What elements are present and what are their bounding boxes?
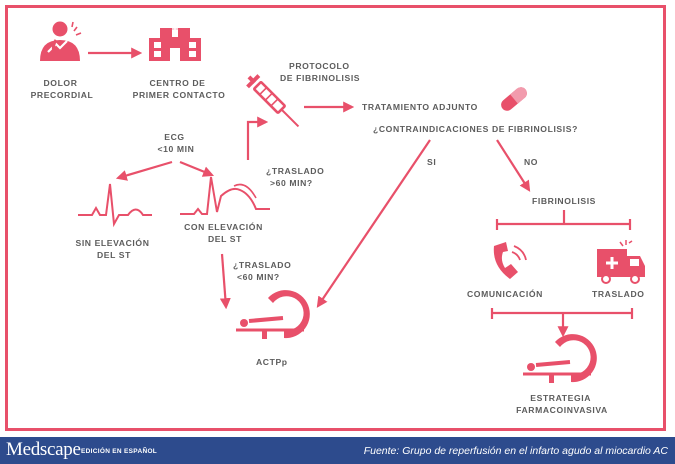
label-protocolo: PROTOCOLO DE FIBRINOLISIS	[280, 61, 360, 83]
label-no: NO	[524, 157, 538, 167]
label-sin-elevacion: SIN ELEVACIÓN DEL ST	[75, 237, 152, 260]
label-fibrinolisis: FIBRINOLISIS	[532, 196, 596, 206]
label-estrategia: ESTRATEGIA FARMACOINVASIVA	[516, 393, 608, 415]
pill-capsule-icon	[501, 87, 527, 111]
label-traslado-mayor: ¿TRASLADO >60 MIN?	[266, 166, 327, 188]
syringe-icon	[246, 74, 300, 128]
ecg-normal-icon	[78, 183, 152, 228]
arrow-con-actpp	[219, 253, 231, 310]
cath-lab-icon-2	[523, 334, 597, 383]
arrow-con-elev-protocolo	[246, 116, 269, 160]
ambulance-icon	[597, 240, 645, 284]
label-comunicacion: COMUNICACIÓN	[467, 288, 543, 299]
flow-diagram: DOLOR PRECORDIAL CENTRO DE PRIMER CONTAC…	[31, 21, 645, 415]
medscape-logo: Medscape	[6, 439, 81, 460]
label-tratamiento: TRATAMIENTO ADJUNTO	[362, 102, 478, 112]
footer-bar: Medscape EDICIÓN EN ESPAÑOL Fuente: Grup…	[0, 437, 675, 464]
source-caption: Fuente: Grupo de reperfusión en el infar…	[363, 445, 668, 457]
label-con-elevacion: CON ELEVACIÓN DEL ST	[184, 221, 266, 244]
label-actpp: ACTPp	[256, 357, 288, 367]
label-traslado: TRASLADO	[592, 289, 645, 299]
person-chest-pain-icon	[40, 21, 82, 61]
edition-label: EDICIÓN EN ESPAÑOL	[81, 448, 158, 455]
label-centro: CENTRO DE PRIMER CONTACTO	[133, 78, 226, 100]
arrow-ecg-con	[179, 160, 215, 177]
ecg-st-elevation-icon	[180, 176, 270, 215]
diagram-frame	[5, 5, 666, 431]
arrow-si-actpp	[316, 139, 431, 308]
label-si: SI	[427, 157, 436, 167]
hospital-icon	[149, 26, 201, 61]
label-ecg: ECG <10 MIN	[158, 132, 195, 154]
arrow-no-fibrinolisis	[496, 139, 531, 192]
arrow-ecg-sin	[115, 160, 173, 181]
phone-icon	[493, 242, 527, 279]
cath-lab-icon	[236, 290, 310, 339]
label-contraindicaciones: ¿CONTRAINDICACIONES DE FIBRINOLISIS?	[373, 124, 578, 134]
label-traslado-menor: ¿TRASLADO <60 MIN?	[233, 260, 294, 282]
label-dolor: DOLOR PRECORDIAL	[31, 78, 94, 100]
